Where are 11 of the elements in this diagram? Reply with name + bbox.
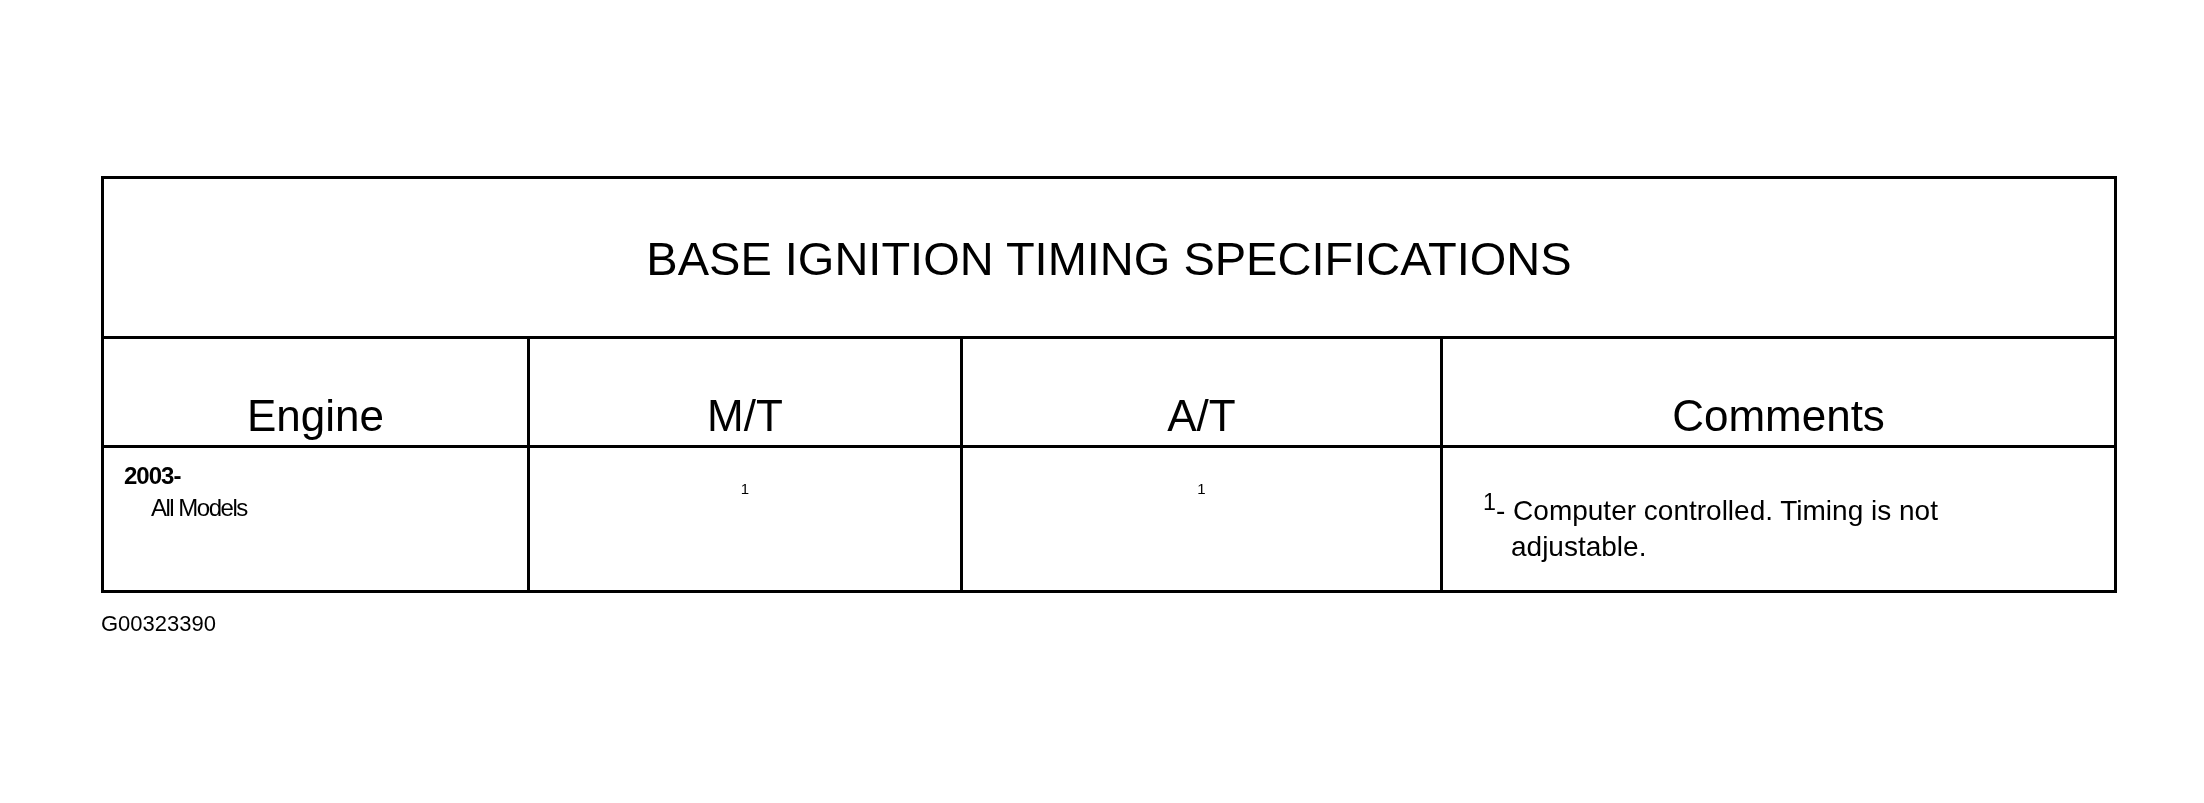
figure-code: G00323390 <box>101 611 216 637</box>
model-description: All Models <box>151 494 247 522</box>
footnote-mark: 1 <box>739 480 751 497</box>
column-header: A/T <box>1166 391 1237 441</box>
model-year: 2003- <box>124 462 181 490</box>
table-title: BASE IGNITION TIMING SPECIFICATIONS <box>645 231 1573 286</box>
column-header: M/T <box>706 391 784 441</box>
column-header: Engine <box>246 391 385 441</box>
footnote-text: $^{1}$- Computer controlled. Timing is not adjustable. <box>1482 488 1939 565</box>
footnote-mark: 1 <box>1196 480 1207 497</box>
column-header: Comments <box>1671 391 1886 441</box>
